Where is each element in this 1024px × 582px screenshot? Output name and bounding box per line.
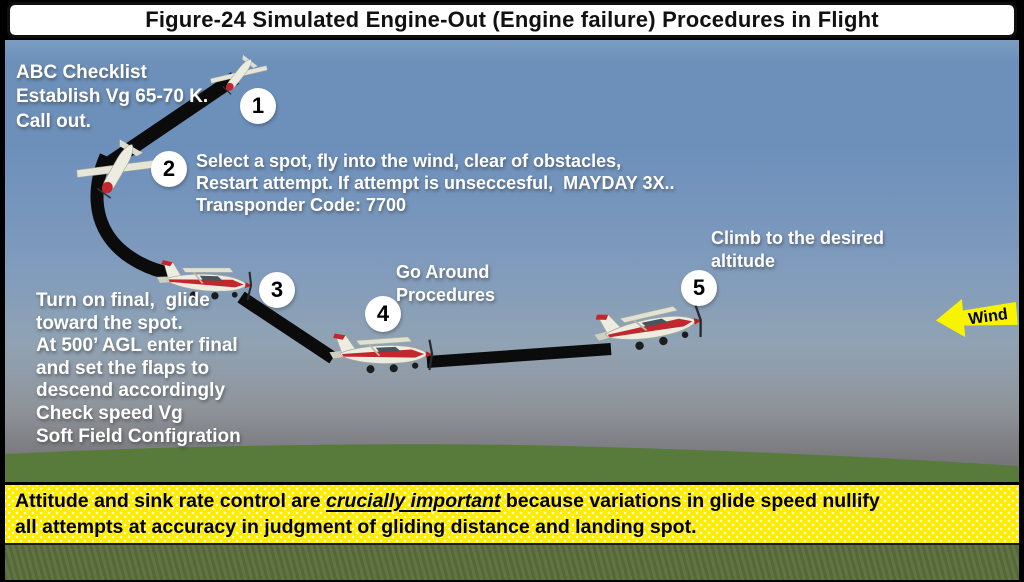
diagram-scene: 1 2 3 4 5 ABC Checklist Establish Vg 65-…	[5, 40, 1019, 580]
step-badge-1: 1	[240, 88, 276, 124]
step-note-1: ABC Checklist Establish Vg 65-70 K. Call…	[16, 62, 209, 132]
footer-line-2: all attempts at accuracy in judgment of …	[15, 516, 697, 538]
step-note-4: Go Around Procedures	[396, 262, 496, 305]
airplane-icon-step2	[74, 136, 162, 202]
step-note-3: Turn on final, glide toward the spot. At…	[36, 290, 241, 447]
wind-label: Wind	[967, 305, 1009, 328]
wind-arrow-icon	[935, 299, 1018, 338]
airplane-icon-step4	[329, 329, 437, 379]
step-badge-2: 2	[151, 151, 187, 187]
step-badge-5: 5	[681, 270, 717, 306]
wind-arrow: Wind	[931, 291, 1019, 344]
step-note-2: Select a spot, fly into the wind, clear …	[196, 151, 675, 215]
airplane-icon-step1	[205, 52, 273, 98]
footer-emphasis: crucially important	[325, 490, 501, 512]
footer-line-1: Attitude and sink rate control are cruci…	[15, 490, 880, 512]
step-badge-3: 3	[259, 272, 295, 308]
figure-title-bar: Figure-24 Simulated Engine-Out (Engine f…	[7, 2, 1017, 38]
footer-banner: Attitude and sink rate control are cruci…	[5, 482, 1019, 545]
figure-title: Figure-24 Simulated Engine-Out (Engine f…	[145, 7, 879, 32]
grass-strip	[5, 545, 1019, 580]
step-badge-4: 4	[365, 296, 401, 332]
step-note-5: Climb to the desired altitude	[711, 228, 885, 271]
